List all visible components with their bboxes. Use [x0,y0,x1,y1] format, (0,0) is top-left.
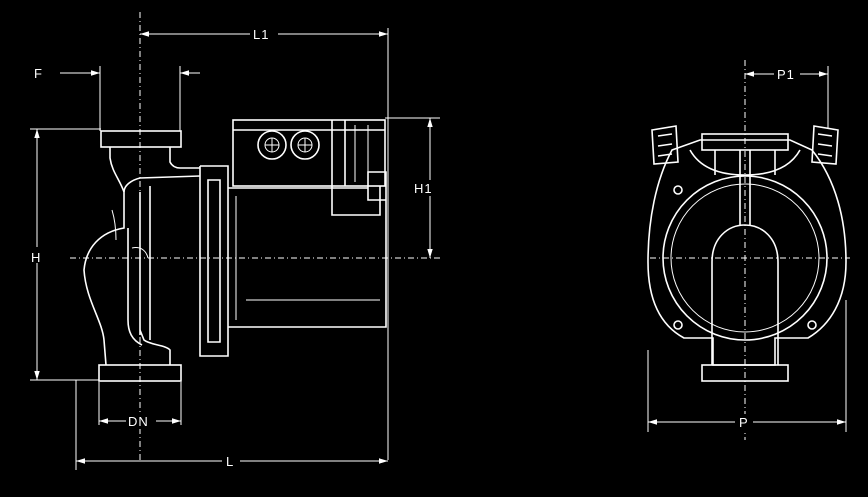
front-casing [647,139,847,366]
label-L1: L1 [253,27,269,42]
cable-gland-2 [290,130,320,160]
front-view: P1 P [647,60,850,440]
label-P1: P1 [777,67,795,82]
label-F: F [34,66,43,81]
label-H1: H1 [414,181,433,196]
label-H: H [31,250,41,265]
motor-body [228,171,387,328]
front-gland-left [651,125,679,165]
label-DN: DN [128,414,149,429]
top-flange [100,130,182,148]
motor-flange [199,165,229,357]
pump-housing [83,147,200,366]
cable-gland-1 [257,130,287,160]
front-gland-right [811,125,839,165]
label-P: P [739,415,749,430]
label-L: L [226,454,234,469]
side-view: L1 F H H1 DN L [28,12,440,470]
terminal-box [232,119,386,187]
